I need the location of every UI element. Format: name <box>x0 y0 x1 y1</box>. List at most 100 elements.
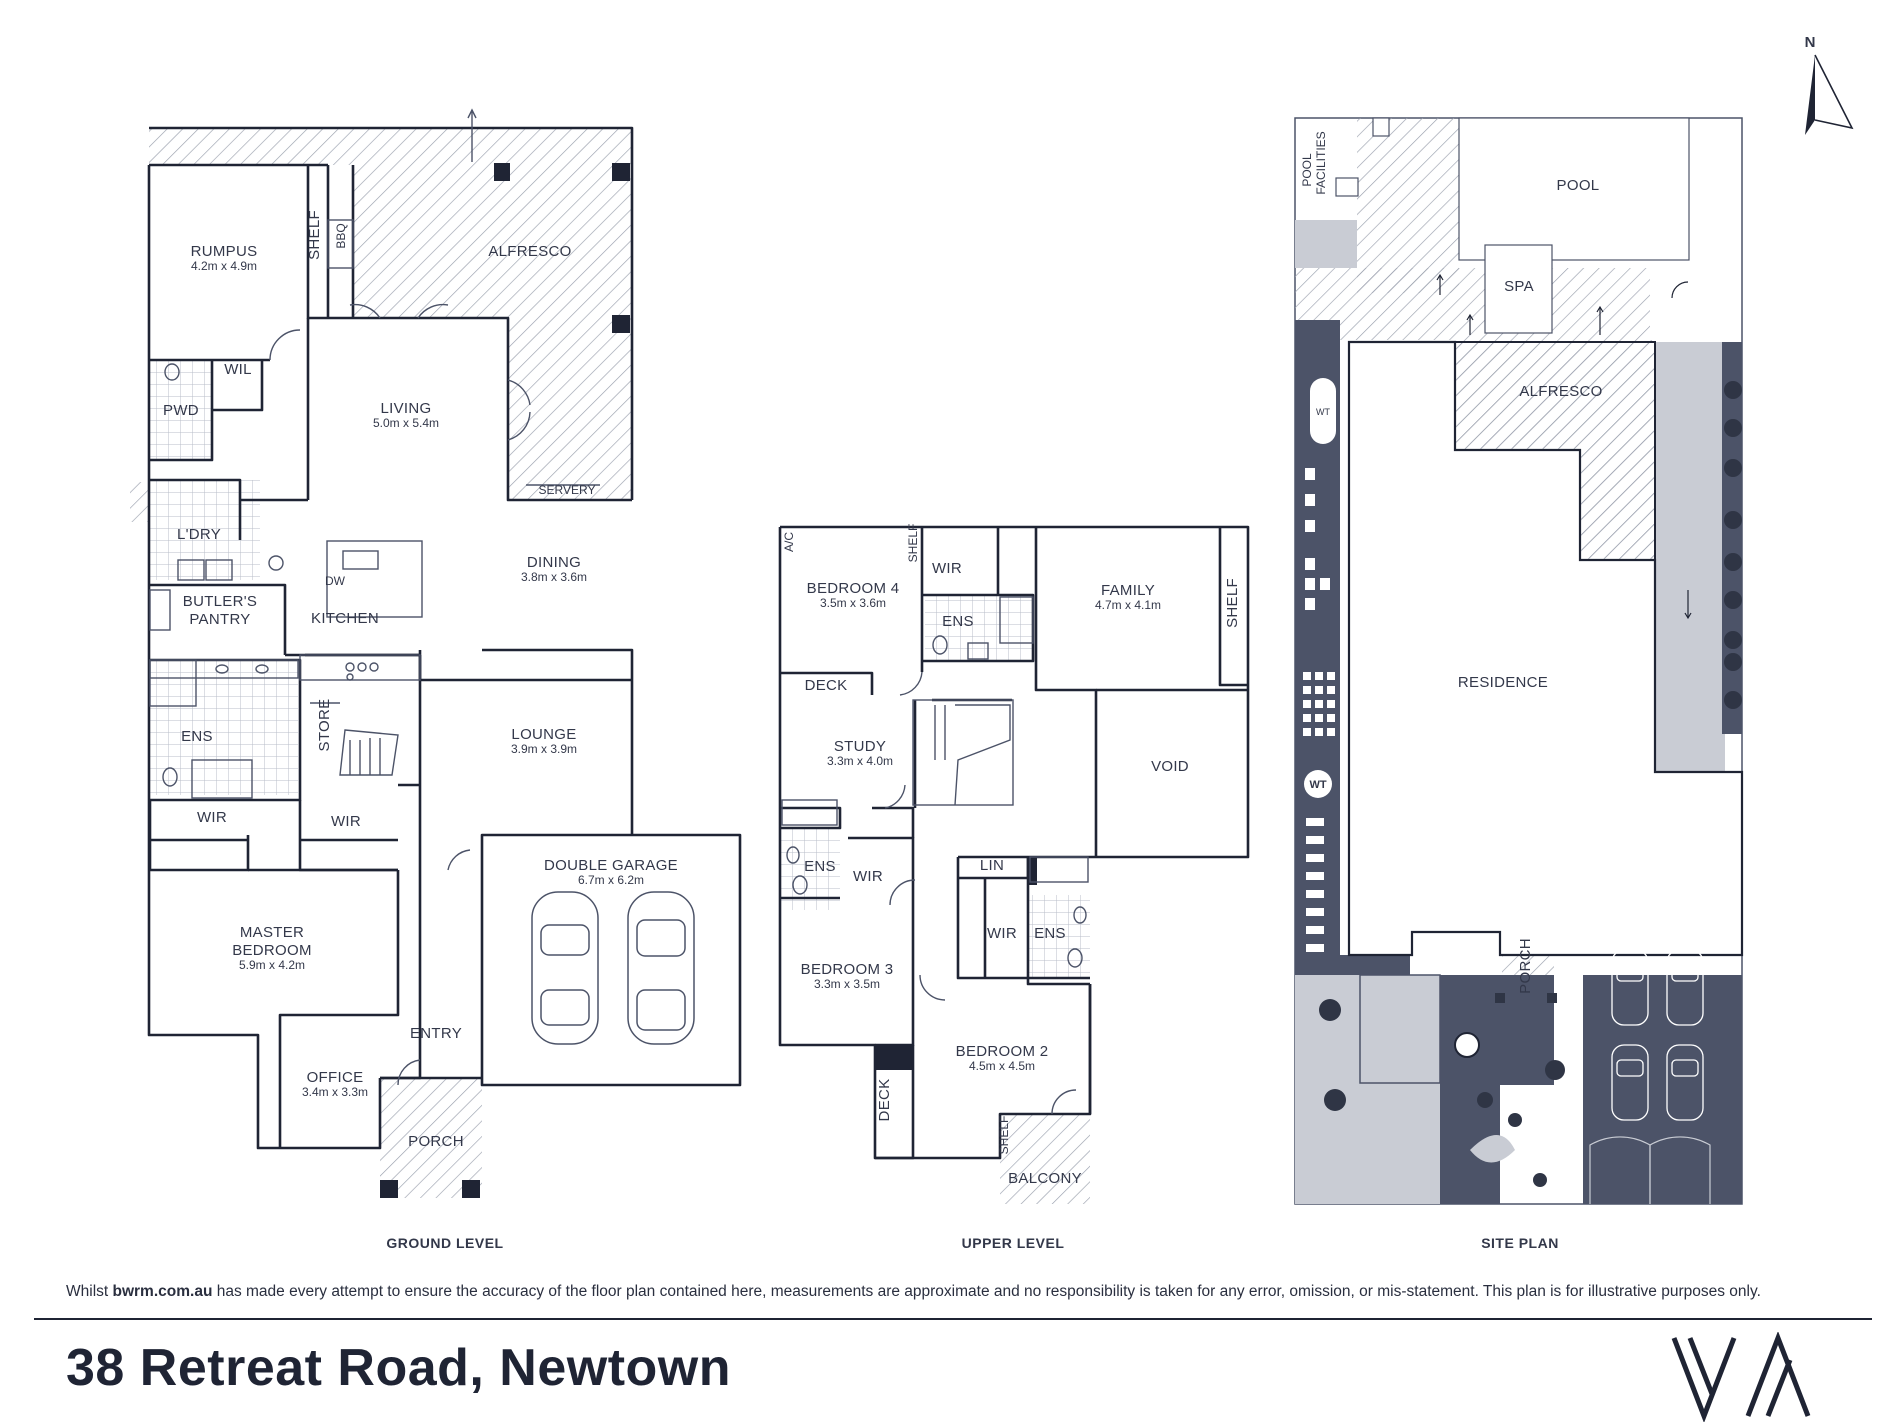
site-label: PORCH <box>1517 938 1534 994</box>
agency-logo-icon <box>1671 1332 1811 1422</box>
laundry-tiles <box>150 480 260 580</box>
disclaimer-pre: Whilst <box>66 1283 113 1300</box>
room-label: WIR <box>987 925 1017 942</box>
room-label: ENS <box>804 858 836 875</box>
room-label: BALCONY <box>1008 1170 1082 1187</box>
room-label: ENTRY <box>410 1025 462 1042</box>
garage-cars <box>531 891 695 1045</box>
room-dimension: 5.9m x 4.2m <box>239 958 305 972</box>
room-label: RUMPUS <box>191 243 258 260</box>
disclaimer-site: bwrm.com.au <box>112 1283 213 1300</box>
room-label: PANTRY <box>189 611 250 628</box>
pool <box>1458 117 1690 261</box>
room-label: DOUBLE GARAGE <box>544 857 678 874</box>
site-label: POOL <box>1300 153 1314 187</box>
room-label: WIR <box>932 560 962 577</box>
driveway-side-path <box>1295 320 1410 975</box>
ensuite4-tiles <box>925 595 1033 661</box>
ensuite-tiles <box>150 660 298 795</box>
pool-facilities-block <box>1295 220 1357 268</box>
front-driveway <box>1583 975 1742 1204</box>
alfresco-area <box>328 165 632 500</box>
pool-deck <box>1357 118 1459 293</box>
room-label: BEDROOM 2 <box>956 1043 1049 1060</box>
room-label: L'DRY <box>177 526 221 543</box>
room-label: BUTLER'S <box>183 593 257 610</box>
site-plants <box>1319 381 1742 1187</box>
room-label: SHELF <box>306 210 323 260</box>
disclaimer: Whilst bwrm.com.au has made every attemp… <box>66 1283 1846 1301</box>
room-label: ALFRESCO <box>488 243 571 260</box>
site-label: SPA <box>1504 278 1534 295</box>
room-label: OFFICE <box>307 1069 364 1086</box>
site-label: ALFRESCO <box>1519 383 1602 400</box>
compass-label: N <box>1805 34 1816 51</box>
powder-tiles <box>150 360 212 460</box>
room-label: SHELF <box>1224 578 1241 628</box>
ground-level-caption: GROUND LEVEL <box>386 1235 503 1251</box>
room-dimension: 3.9m x 3.9m <box>511 742 577 756</box>
room-label: WIR <box>197 809 227 826</box>
room-label: WIL <box>224 361 252 378</box>
room-dimension: 5.0m x 5.4m <box>373 416 439 430</box>
room-label: BEDROOM 4 <box>807 580 900 597</box>
side-garden-strip <box>1722 342 1742 734</box>
room-label: ENS <box>181 728 213 745</box>
site-label: RESIDENCE <box>1458 674 1548 691</box>
site-plan-caption: SITE PLAN <box>1481 1235 1559 1251</box>
room-label: STORE <box>316 699 333 752</box>
room-dimension: 3.3m x 3.5m <box>814 977 880 991</box>
pool-terrace <box>1295 268 1650 340</box>
room-dimension: 3.4m x 3.3m <box>302 1085 368 1099</box>
footer-divider <box>34 1318 1872 1320</box>
upper-level-caption: UPPER LEVEL <box>962 1235 1065 1251</box>
room-label: SHELF <box>997 1116 1011 1155</box>
room-label: VOID <box>1151 758 1189 775</box>
room-label: DW <box>325 574 346 588</box>
room-label: LIVING <box>381 400 432 417</box>
room-label: BEDROOM <box>232 942 312 959</box>
front-porch <box>380 1078 482 1198</box>
site-plan: POOL FACILITIES POOL SPA ALFRESCO WT WT … <box>1294 117 1744 1251</box>
site-label: POOL <box>1557 177 1600 194</box>
room-label: KITCHEN <box>311 610 379 627</box>
site-alfresco-outline <box>1454 341 1656 561</box>
room-label: A/C <box>782 532 796 552</box>
room-dimension: 3.8m x 3.6m <box>521 570 587 584</box>
room-label: ENS <box>1034 925 1066 942</box>
ground-level-plan: RUMPUS 4.2m x 4.9m ALFRESCO SHELF BBQ WI… <box>130 108 742 1251</box>
room-label: SERVERY <box>539 483 596 497</box>
side-yard <box>1655 342 1725 772</box>
room-label: DECK <box>876 1079 893 1122</box>
room-label: ENS <box>942 613 974 630</box>
room-dimension: 6.7m x 6.2m <box>578 873 644 887</box>
room-label: SHELF <box>906 524 920 563</box>
disclaimer-post: has made every attempt to ensure the acc… <box>212 1283 1761 1300</box>
room-dimension: 3.3m x 4.0m <box>827 754 893 768</box>
room-label: STUDY <box>834 738 886 755</box>
top-terrace <box>149 128 632 165</box>
room-dimension: 4.5m x 4.5m <box>969 1059 1035 1073</box>
room-label: BEDROOM 3 <box>801 961 894 978</box>
ensuite3-tiles <box>780 828 840 910</box>
room-label: LIN <box>980 857 1004 874</box>
balcony-area <box>1000 1114 1090 1204</box>
room-label: WIR <box>853 868 883 885</box>
room-label: DECK <box>805 677 848 694</box>
site-label: WT <box>1316 407 1330 417</box>
site-parked-cars <box>1611 949 1704 1121</box>
room-dimension: 4.2m x 4.9m <box>191 259 257 273</box>
room-dimension: 4.7m x 4.1m <box>1095 598 1161 612</box>
room-label: PORCH <box>408 1133 464 1150</box>
ensuite2-tiles <box>1027 895 1090 977</box>
site-label: WT <box>1309 779 1326 791</box>
room-label: MASTER <box>240 924 304 941</box>
upper-level-plan: A/C SHELF BEDROOM 4 3.5m x 3.6m WIR ENS … <box>778 524 1250 1251</box>
property-address: 38 Retreat Road, Newtown <box>66 1339 732 1397</box>
room-label: FAMILY <box>1101 582 1155 599</box>
room-label: WIR <box>331 813 361 830</box>
room-label: DINING <box>527 554 581 571</box>
north-arrow-icon: N <box>1805 34 1854 135</box>
room-label: LOUNGE <box>511 726 576 743</box>
